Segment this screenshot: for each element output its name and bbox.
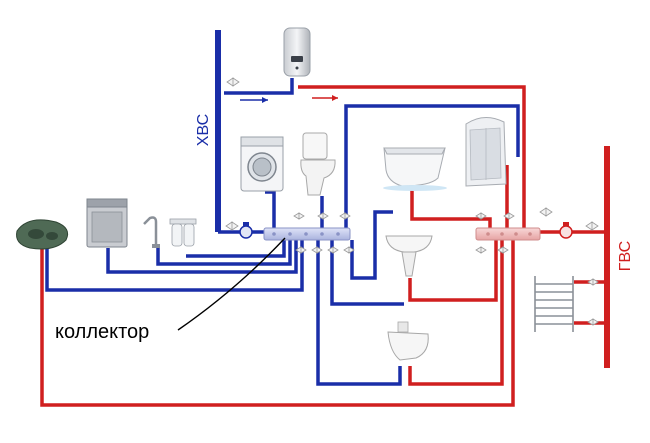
collector-leader-line [177, 237, 286, 331]
bathtub-icon [383, 147, 447, 191]
shower-cabin-icon [465, 117, 507, 187]
valve-icon [475, 246, 487, 254]
cold-line-tap [156, 240, 292, 266]
collector-icon [475, 227, 541, 241]
valve-icon [343, 246, 355, 254]
cold-collector [263, 227, 351, 241]
valve-icon [226, 77, 240, 87]
cold-feed-to-heater [224, 78, 294, 95]
valve-icon [339, 212, 351, 220]
hot-collector [475, 227, 541, 241]
cold-water-label: ХВС [195, 114, 212, 146]
valve-icon [295, 246, 307, 254]
valve-icon [327, 246, 339, 254]
collector-label: коллектор [55, 321, 149, 343]
valves [225, 77, 599, 326]
valve-icon [539, 207, 553, 217]
valve-icon [497, 246, 509, 254]
valve-icon [311, 246, 323, 254]
dishwasher-icon [86, 198, 128, 248]
hot-water-label: ГВС [617, 241, 634, 271]
valve-icon [587, 278, 599, 286]
valve-icon [587, 318, 599, 326]
hot-water-pipes [40, 85, 610, 407]
washing-machine-icon [240, 136, 284, 192]
hot-supply-from-heater [298, 85, 526, 232]
hot-line-bath [410, 190, 492, 230]
water-meters [239, 222, 573, 239]
valve-icon [317, 212, 329, 220]
valve-icon [293, 212, 305, 220]
cold-line-bidet-2 [330, 240, 404, 306]
cold-line-bath [344, 104, 520, 232]
flow-arrows [240, 95, 338, 103]
hot-line-kitchen-sink [40, 240, 515, 407]
hot-line-bidet [408, 240, 504, 386]
hot-line-washbasin [408, 240, 498, 302]
towel-rail-icon [534, 276, 574, 332]
washbasin-icon [385, 235, 433, 277]
drinking-tap-icon [143, 216, 160, 248]
bidet-icon [387, 321, 429, 361]
valve-icon [503, 212, 515, 220]
cold-line-bidet [316, 240, 402, 386]
valve-icon [475, 212, 487, 220]
sink-icon [16, 219, 69, 250]
cold-line-washbasin [350, 210, 393, 280]
cold-line-kitchen-sink [45, 240, 304, 292]
toilet-icon [300, 132, 336, 196]
water-filter-icon [169, 218, 197, 247]
cold-line-dishwasher [106, 240, 298, 274]
cold-line-washing-machine [265, 190, 276, 232]
valve-icon [225, 221, 239, 231]
water-heater-icon [283, 27, 311, 77]
cold-line-filter [186, 240, 286, 258]
valve-icon [585, 221, 599, 231]
